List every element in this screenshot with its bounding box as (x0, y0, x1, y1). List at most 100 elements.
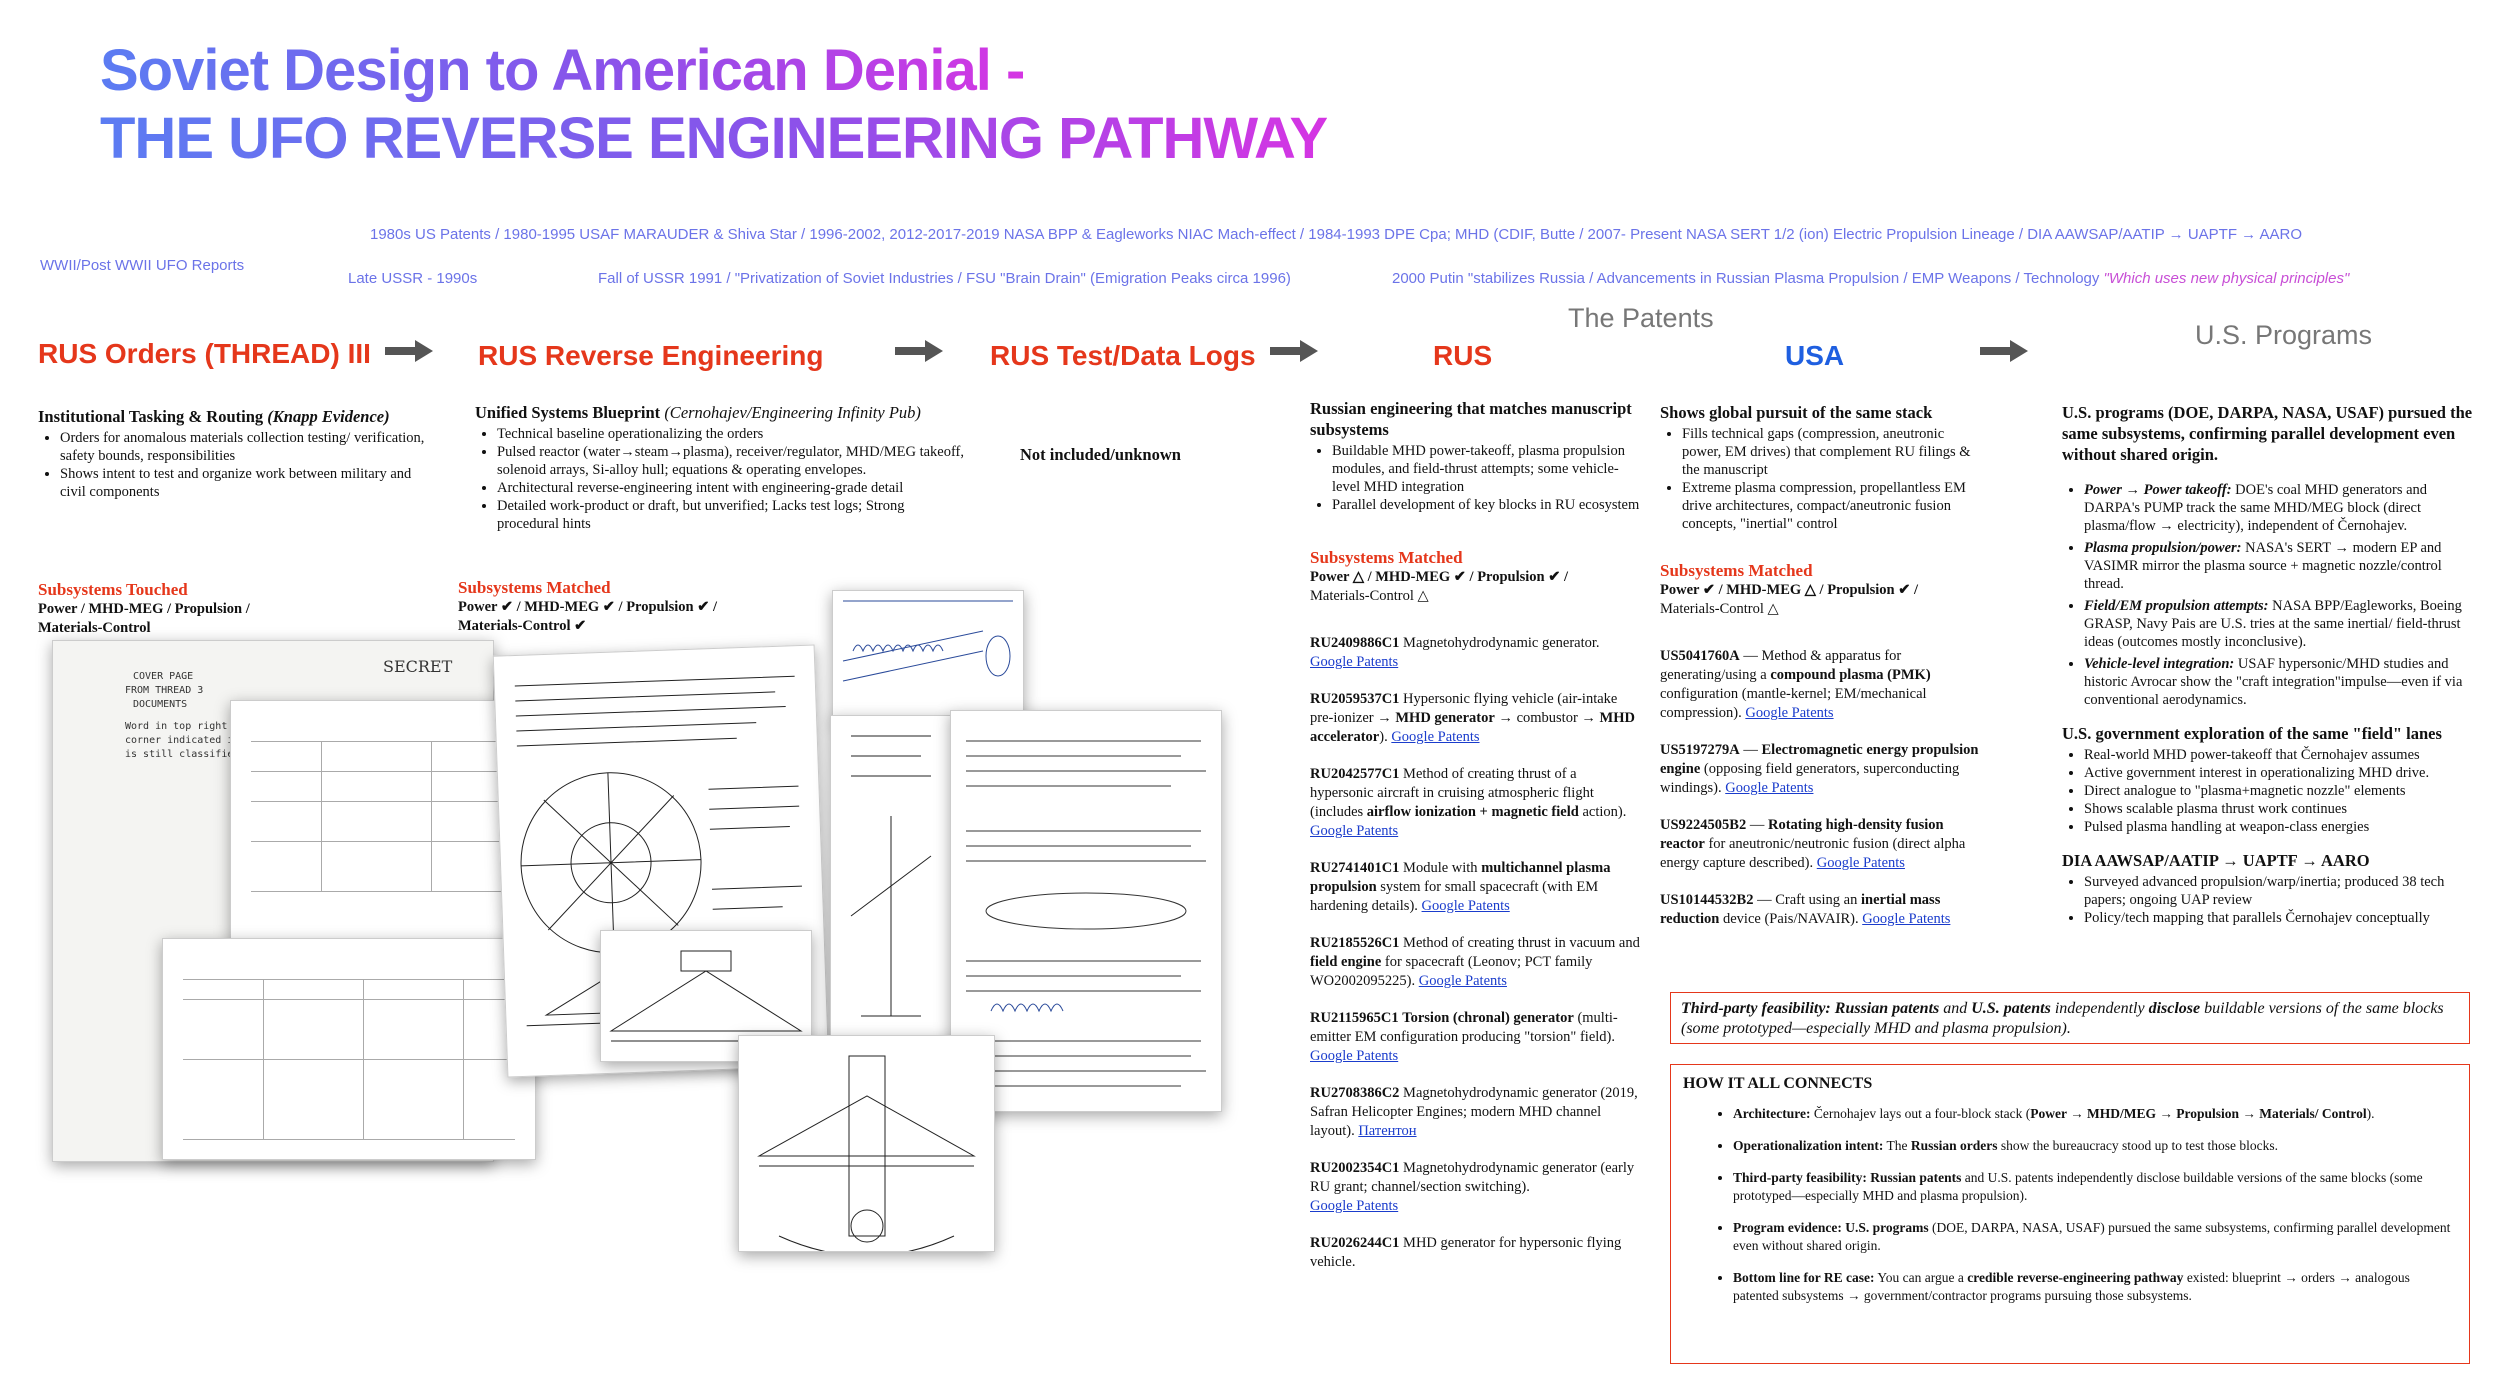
subsystems-list: Power ✔ / MHD-MEG △ / Propulsion ✔ / (1660, 582, 1919, 598)
list-item: Shows intent to test and organize work b… (60, 465, 438, 501)
header-rus-reverse-engineering: RUS Reverse Engineering (478, 340, 824, 371)
title-line-2: THE UFO REVERSE ENGINEERING PATHWAY (100, 106, 1328, 171)
col-programs-title: U.S. programs (DOE, DARPA, NASA, USAF) p… (2062, 403, 2473, 464)
patent-entry: RU2059537C1 Hypersonic flying vehicle (a… (1310, 691, 1635, 745)
test-logs-status: Not included/unknown (1020, 445, 1181, 464)
field-lanes-title: U.S. government exploration of the same … (2062, 724, 2442, 743)
col-usa-title: Shows global pursuit of the same stack (1660, 403, 1933, 422)
google-patents-link[interactable]: Google Patents (1310, 1048, 1399, 1064)
schematic-sketch (830, 715, 952, 1047)
list-item: Policy/tech mapping that parallels Černo… (2084, 909, 2482, 927)
list-item: Direct analogue to "plasma+magnetic nozz… (2084, 782, 2482, 800)
list-item: Pulsed plasma handling at weapon-class e… (2084, 818, 2482, 836)
rus-patent-list: RU2409886C1 Magnetohydrodynamic generato… (1310, 634, 1640, 1272)
patent-entry: US5041760A — Method & apparatus for gene… (1660, 648, 1931, 721)
google-patents-link[interactable]: Google Patents (1862, 911, 1951, 927)
timeline-late-ussr: Late USSR - 1990s (348, 270, 478, 287)
subsystems-list-2: Materials-Control △ (1310, 588, 1429, 604)
orders-subsystems: Subsystems Touched Power / MHD-MEG / Pro… (38, 580, 438, 638)
google-patents-link[interactable]: Google Patents (1421, 898, 1510, 914)
subsystems-title: Subsystems Matched (1660, 561, 1813, 580)
timeline-putin: 2000 Putin "stabilizes Russia / Advancem… (1392, 270, 2350, 287)
list-item: Operationalization intent: The Russian o… (1733, 1137, 2457, 1155)
google-patents-link[interactable]: Google Patents (1725, 780, 1814, 796)
list-item: Extreme plasma compression, propellantle… (1682, 479, 1980, 533)
usa-patent-list: US5041760A — Method & apparatus for gene… (1660, 647, 1980, 929)
timeline-us: 1980s US Patents / 1980-1995 USAF MARAUD… (370, 226, 2303, 243)
patent-entry: RU2185526C1 Method of creating thrust in… (1310, 935, 1640, 989)
patent-entry: RU2409886C1 Magnetohydrodynamic generato… (1310, 635, 1600, 670)
col-usa: Shows global pursuit of the same stack F… (1660, 402, 1980, 947)
google-patents-link[interactable]: Google Patents (1310, 1198, 1399, 1214)
title-line-1: Soviet Design to American Denial - (100, 38, 1025, 103)
list-item: Pulsed reactor (water→steam→plasma), rec… (497, 443, 965, 479)
list-item: Shows scalable plasma thrust work contin… (2084, 800, 2482, 818)
header-usa: USA (1785, 340, 1845, 371)
coil-sketch (832, 590, 1024, 722)
patent-entry: RU2708386C2 Magnetohydrodynamic generato… (1310, 1085, 1638, 1139)
list-item: Real-world MHD power-takeoff that Černoh… (2084, 746, 2482, 764)
google-patents-link[interactable]: Google Patents (1816, 855, 1905, 871)
subsystems-list-2: Materials-Control △ (1660, 601, 1779, 617)
google-patents-link[interactable]: Google Patents (1310, 654, 1399, 670)
arrow-icon (1270, 340, 1318, 362)
patent-entry: RU2115965C1 Torsion (chronal) generator … (1310, 1010, 1618, 1064)
subsystems-list-2: Materials-Control ✔ (458, 618, 587, 634)
patent-entry: US9224505B2 — Rotating high-density fusi… (1660, 817, 1966, 871)
patent-entry: US5197279A — Electromagnetic energy prop… (1660, 742, 1979, 796)
header-us-programs: U.S. Programs (2195, 320, 2373, 350)
blueprint-subsystems: Subsystems Matched Power ✔ / MHD-MEG ✔ /… (458, 578, 858, 636)
dia-title: DIA AAWSAP/AATIP → UAPTF → AARO (2062, 851, 2370, 870)
subsystems-list: Power ✔ / MHD-MEG ✔ / Propulsion ✔ / (458, 599, 718, 615)
list-item: Detailed work-product or draft, but unve… (497, 497, 965, 533)
list-item: Orders for anomalous materials collectio… (60, 429, 438, 465)
feasibility-box: Third-party feasibility: Russian patents… (1670, 992, 2470, 1044)
list-item: Buildable MHD power-takeoff, plasma prop… (1332, 442, 1640, 496)
connects-title: HOW IT ALL CONNECTS (1683, 1075, 1873, 1092)
patent-entry: US10144532B2 — Craft using an inertial m… (1660, 892, 1951, 927)
list-item: Vehicle-level integration: USAF hyperson… (2084, 655, 2482, 709)
col-orders: Institutional Tasking & Routing (Knapp E… (38, 406, 438, 501)
timeline-fall-ussr: Fall of USSR 1991 / "Privatization of So… (598, 270, 1291, 287)
arrow-icon (385, 340, 433, 362)
subsystems-list: Power / MHD-MEG / Propulsion / (38, 601, 250, 617)
patent-entry: RU2741401C1 Module with multichannel pla… (1310, 860, 1611, 914)
list-item: Fills technical gaps (compression, aneut… (1682, 425, 1980, 479)
subsystems-title: Subsystems Matched (1310, 548, 1463, 567)
header-rus: RUS (1433, 340, 1493, 371)
col-blueprint-title: Unified Systems Blueprint (Cernohajev/En… (475, 403, 921, 422)
list-item: Power → Power takeoff: DOE's coal MHD ge… (2084, 481, 2482, 535)
list-item: Active government interest in operationa… (2084, 764, 2482, 782)
timeline-wwii: WWII/Post WWII UFO Reports (40, 257, 245, 274)
arrow-icon (1980, 340, 2028, 362)
patenton-link[interactable]: Патентон (1358, 1123, 1417, 1139)
header-rus-orders: RUS Orders (THREAD) III (38, 338, 371, 369)
google-patents-link[interactable]: Google Patents (1418, 973, 1507, 989)
feasibility-text: Third-party feasibility: Russian patents… (1681, 1000, 2444, 1037)
patent-entry: RU2026244C1 MHD generator for hypersonic… (1310, 1235, 1622, 1270)
equations-page (950, 710, 1222, 1112)
subsystems-title: Subsystems Touched (38, 580, 188, 599)
col-rus: Russian engineering that matches manuscr… (1310, 398, 1640, 1290)
list-item: Third-party feasibility: Russian patents… (1733, 1169, 2457, 1205)
arrow-icon (895, 340, 943, 362)
google-patents-link[interactable]: Google Patents (1310, 823, 1399, 839)
list-item: Architecture: Černohajev lays out a four… (1733, 1105, 2457, 1123)
google-patents-link[interactable]: Google Patents (1745, 705, 1834, 721)
list-item: Field/EM propulsion attempts: NASA BPP/E… (2084, 597, 2482, 651)
subsystems-list-2: Materials-Control (38, 620, 151, 636)
col-blueprint: Unified Systems Blueprint (Cernohajev/En… (475, 402, 965, 533)
subsystems-list: Power △ / MHD-MEG ✔ / Propulsion ✔ / (1310, 569, 1569, 585)
google-patents-link[interactable]: Google Patents (1391, 729, 1480, 745)
patent-entry: RU2042577C1 Method of creating thrust of… (1310, 766, 1627, 839)
list-item: Parallel development of key blocks in RU… (1332, 496, 1640, 514)
list-item: Bottom line for RE case: You can argue a… (1733, 1269, 2457, 1305)
connects-box: HOW IT ALL CONNECTS Architecture: Černoh… (1670, 1064, 2470, 1364)
col-programs: U.S. programs (DOE, DARPA, NASA, USAF) p… (2062, 402, 2482, 927)
list-item: Surveyed advanced propulsion/warp/inerti… (2084, 873, 2482, 909)
subsystems-title: Subsystems Matched (458, 578, 611, 597)
patent-entry: RU2002354C1 Magnetohydrodynamic generato… (1310, 1160, 1635, 1214)
header-rus-test-logs: RUS Test/Data Logs (990, 340, 1256, 371)
vehicle-cross-section (738, 1035, 995, 1252)
list-item: Plasma propulsion/power: NASA's SERT → m… (2084, 539, 2482, 593)
